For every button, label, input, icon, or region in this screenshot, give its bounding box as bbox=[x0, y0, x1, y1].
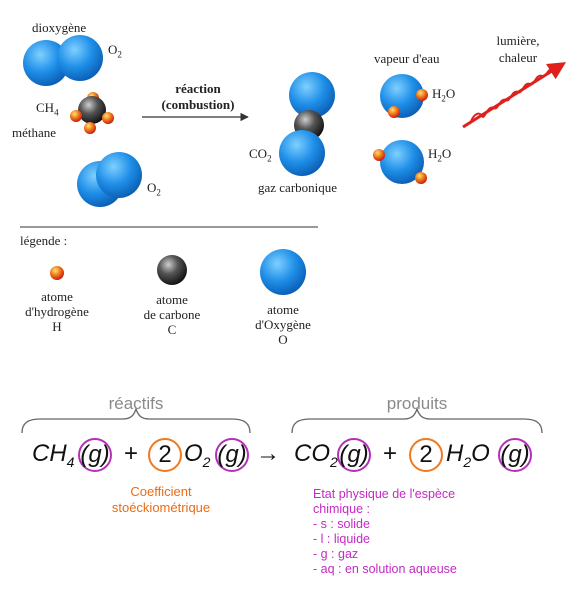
oxygen-atom bbox=[57, 35, 103, 81]
coef-ring-o2: 2 bbox=[148, 438, 182, 472]
reactifs-brace bbox=[21, 406, 251, 434]
produits-label: produits bbox=[386, 394, 448, 413]
reaction-label: réaction bbox=[175, 81, 221, 96]
vapeur-eau-label: vapeur d'eau bbox=[374, 51, 440, 66]
hydrogen-atom bbox=[373, 149, 385, 161]
hydrogen-atom bbox=[416, 89, 428, 101]
state-ring-co2: (g) bbox=[337, 438, 371, 472]
reactifs-label: réactifs bbox=[108, 394, 164, 413]
combustion-diagram bbox=[20, 35, 567, 295]
co2-label: CO2 bbox=[249, 146, 272, 164]
carbon-atom bbox=[78, 96, 106, 124]
state-ring-ch4: (g) bbox=[78, 438, 112, 472]
oxygen-atom bbox=[289, 72, 335, 118]
h2o-bottom-label: H2O bbox=[428, 146, 452, 164]
etat-physique-note: Etat physique de l'espèce chimique : - s… bbox=[313, 487, 553, 577]
h2o-molecule-top bbox=[380, 74, 428, 118]
o2-formula: O2 bbox=[184, 440, 211, 470]
hydrogen-atom bbox=[415, 172, 427, 184]
plus-sign: + bbox=[383, 440, 398, 467]
chemical-equation: CH4 (g) + 2 O2 (g) → CO2 (g) + 2 H2O (g) bbox=[32, 438, 573, 472]
ch4-formula: CH4 bbox=[32, 440, 75, 470]
h2o-molecule-bottom bbox=[373, 140, 427, 184]
hydrogen-atom bbox=[84, 122, 96, 134]
produits-brace bbox=[291, 406, 543, 434]
legend-carbon-text: atome de carbone C bbox=[143, 292, 201, 337]
o2-molecule-bottom bbox=[77, 152, 142, 207]
methane-label: méthane bbox=[12, 125, 57, 140]
methane-molecule bbox=[70, 92, 114, 134]
etat-item-gaz: - g : gaz bbox=[313, 547, 359, 561]
etat-item-solide: - s : solide bbox=[313, 517, 370, 531]
hydrogen-atom bbox=[102, 112, 114, 124]
state-ring-o2: (g) bbox=[215, 438, 249, 472]
lumiere-label: lumière, bbox=[496, 33, 540, 48]
legend-oxygen-atom bbox=[260, 249, 306, 295]
equation-braces bbox=[21, 406, 543, 434]
oxygen-atom bbox=[96, 152, 142, 198]
h2o-formula: H2O bbox=[446, 440, 490, 470]
legend-hydrogen-atom bbox=[50, 266, 64, 280]
state-ring-h2o: (g) bbox=[498, 438, 532, 472]
light-wave-icon bbox=[462, 62, 567, 129]
ch4-label: CH4 bbox=[36, 100, 59, 118]
oxygen-atom bbox=[279, 130, 325, 176]
plus-sign: + bbox=[124, 440, 139, 467]
etat-item-liquide: - l : liquide bbox=[313, 532, 370, 546]
legend-title: légende : bbox=[20, 233, 68, 248]
h2o-top-label: H2O bbox=[432, 86, 456, 104]
coefficient-note: Coefficient stoéckiométrique bbox=[111, 484, 211, 515]
oxygen-atom bbox=[380, 140, 424, 184]
hydrogen-atom bbox=[388, 106, 400, 118]
chaleur-label: chaleur bbox=[498, 50, 538, 65]
co2-formula: CO2 bbox=[294, 440, 338, 470]
combustion-label: (combustion) bbox=[161, 97, 235, 112]
o2-molecule-top bbox=[23, 35, 103, 86]
o2-top-label: O2 bbox=[108, 42, 122, 60]
reaction-arrow-sign: → bbox=[256, 440, 280, 467]
hydrogen-atom bbox=[70, 110, 82, 122]
oxygen-atom bbox=[23, 40, 69, 86]
o2-bottom-label: O2 bbox=[147, 180, 161, 198]
legend-oxygen-text: atome d'Oxygène O bbox=[255, 302, 311, 347]
dioxygene-label: dioxygène bbox=[32, 20, 87, 35]
etat-item-aqueuse: - aq : en solution aqueuse bbox=[313, 562, 457, 576]
legend-carbon-atom bbox=[157, 255, 187, 285]
co2-molecule bbox=[279, 72, 335, 176]
legend-hydrogen-text: atome d'hydrogène H bbox=[25, 289, 89, 334]
gaz-carbonique-label: gaz carbonique bbox=[258, 180, 338, 195]
coef-ring-h2o: 2 bbox=[409, 438, 443, 472]
